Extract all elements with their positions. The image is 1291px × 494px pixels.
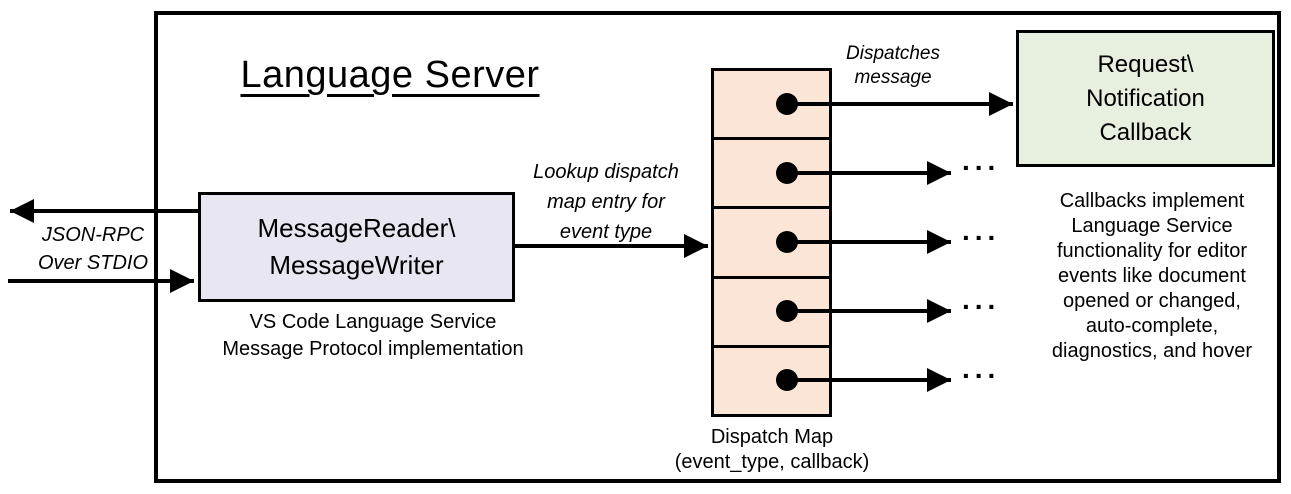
callbacks-note-line2: Language Service <box>1071 215 1233 237</box>
io-channel-label-line1: JSON-RPC <box>41 224 145 246</box>
request-notification-callback-box: Request\ Notification Callback <box>1016 30 1275 167</box>
language-server-container-box <box>154 11 1281 483</box>
dispatch-map-cell-5 <box>714 344 829 415</box>
diagram-title: Language Server <box>240 54 540 96</box>
dispatch-map-box <box>711 68 832 417</box>
message-handler-caption-line1: VS Code Language Service <box>249 311 497 333</box>
callbacks-note: Callbacks implement Language Service fun… <box>1021 189 1283 364</box>
dispatch-map-cell-1 <box>714 71 829 138</box>
message-writer-label: MessageWriter <box>269 250 444 280</box>
lookup-arrow-label: Lookup dispatch map entry for event type <box>521 157 691 247</box>
dispatch-map-cell-2 <box>714 137 829 207</box>
dispatch-map-caption: Dispatch Map (event_type, callback) <box>659 425 885 475</box>
message-reader-writer-box: MessageReader\ MessageWriter <box>198 192 515 302</box>
dispatch-map-caption-line2: (event_type, callback) <box>674 451 870 473</box>
callbacks-note-line7: diagnostics, and hover <box>1051 340 1253 362</box>
io-channel-label-line2: Over STDIO <box>37 252 148 274</box>
io-channel-label: JSON-RPC Over STDIO <box>18 221 168 277</box>
lookup-arrow-label-line1: Lookup dispatch <box>533 161 679 183</box>
callbacks-note-line4: events like document <box>1058 265 1246 287</box>
callback-box-line3: Callback <box>1099 118 1192 146</box>
dispatches-message-label-line1: Dispatches <box>846 43 940 64</box>
lookup-arrow-label-line3: event type <box>559 221 653 243</box>
message-handler-caption-line2: Message Protocol implementation <box>222 338 524 360</box>
callbacks-note-line3: functionality for editor <box>1056 240 1248 262</box>
ellipsis-row-2: ... <box>962 145 1001 176</box>
message-reader-label: MessageReader\ <box>257 213 456 243</box>
message-handler-caption: VS Code Language Service Message Protoco… <box>193 309 553 363</box>
ellipsis-row-5: ... <box>962 353 1001 384</box>
dispatch-map-cell-3 <box>714 206 829 276</box>
ellipsis-row-3: ... <box>962 215 1001 246</box>
ellipsis-row-4: ... <box>962 284 1001 315</box>
lookup-arrow-label-line2: map entry for <box>547 191 665 213</box>
callback-box-line1: Request\ <box>1097 50 1194 78</box>
callbacks-note-line1: Callbacks implement <box>1059 190 1245 212</box>
callbacks-note-line6: auto-complete, <box>1085 315 1219 337</box>
dispatches-message-label: Dispatches message <box>818 42 968 90</box>
dispatches-message-label-line2: message <box>854 67 932 88</box>
dispatch-map-cell-4 <box>714 275 829 345</box>
callback-box-line2: Notification <box>1086 84 1205 112</box>
callbacks-note-line5: opened or changed, <box>1063 290 1241 312</box>
dispatch-map-caption-line1: Dispatch Map <box>710 426 834 448</box>
